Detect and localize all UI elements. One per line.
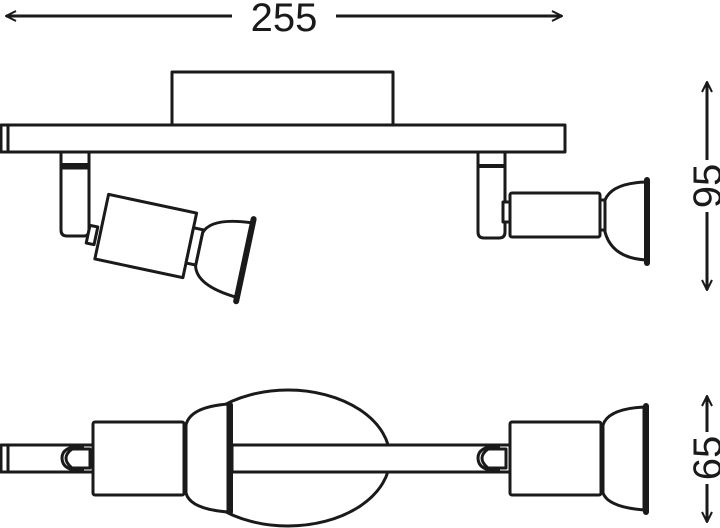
height-label: 95 — [686, 164, 720, 209]
right-reflector-top — [601, 405, 646, 512]
left-arm — [59, 166, 91, 238]
mounting-bar — [0, 123, 567, 154]
left-cylinder-top — [91, 420, 186, 497]
bar-top — [230, 443, 514, 474]
right-spotlight — [476, 150, 650, 266]
left-cylinder — [93, 192, 199, 280]
depth-dimension: 65 — [686, 396, 720, 522]
width-dimension: 255 — [6, 0, 562, 40]
height-dimension: 95 — [686, 82, 720, 290]
depth-label: 65 — [686, 436, 720, 481]
left-reflector-top — [184, 402, 230, 514]
front-view — [0, 70, 650, 305]
left-spotlight — [59, 150, 257, 305]
top-view — [0, 388, 649, 528]
width-label: 255 — [251, 0, 318, 40]
right-arm — [476, 150, 507, 240]
right-cylinder-top — [508, 420, 603, 497]
ceiling-mount — [170, 70, 395, 127]
right-reflector — [603, 180, 648, 262]
right-cylinder — [508, 191, 602, 239]
